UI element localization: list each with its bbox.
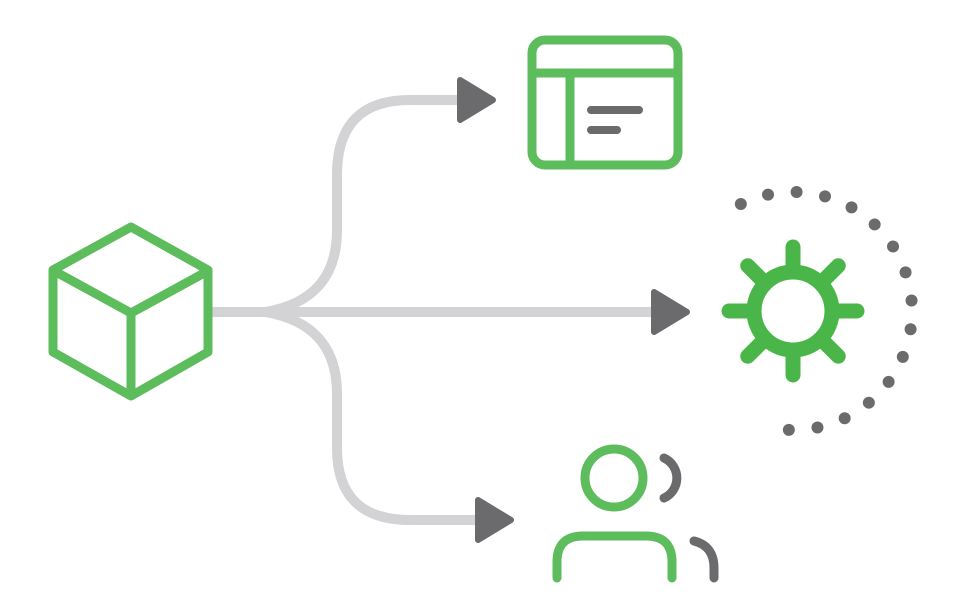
arc-dot: [868, 218, 881, 231]
gear-ring: [746, 264, 840, 358]
arc-dot: [899, 266, 912, 279]
arrowheads: [457, 77, 690, 543]
arc-dot: [905, 294, 918, 307]
arc-dot: [845, 201, 858, 214]
arc-dot: [862, 396, 875, 409]
cube-icon: [48, 222, 213, 401]
connectors: [204, 95, 660, 525]
arc-dot: [790, 186, 803, 199]
arrowhead-lower-icon: [475, 497, 514, 543]
arc-dot: [811, 421, 824, 434]
arc-dot: [896, 350, 909, 363]
users-icon: [552, 444, 719, 583]
arrowhead-upper-icon: [457, 77, 496, 123]
arc-dot: [819, 190, 832, 203]
arc-dot: [904, 323, 917, 336]
arc-dot: [761, 188, 774, 201]
connector-lower: [260, 307, 485, 525]
arc-dot: [782, 423, 795, 436]
gear-icon: [721, 239, 865, 383]
arc-dot: [882, 375, 895, 388]
connector-upper: [260, 95, 467, 317]
arc-dot: [887, 240, 900, 253]
arc-dot: [734, 198, 747, 211]
dotted-arc: [734, 186, 918, 436]
arrowhead-main-icon: [651, 289, 690, 335]
browser-window-icon: [527, 35, 683, 170]
arc-dot: [838, 412, 851, 425]
